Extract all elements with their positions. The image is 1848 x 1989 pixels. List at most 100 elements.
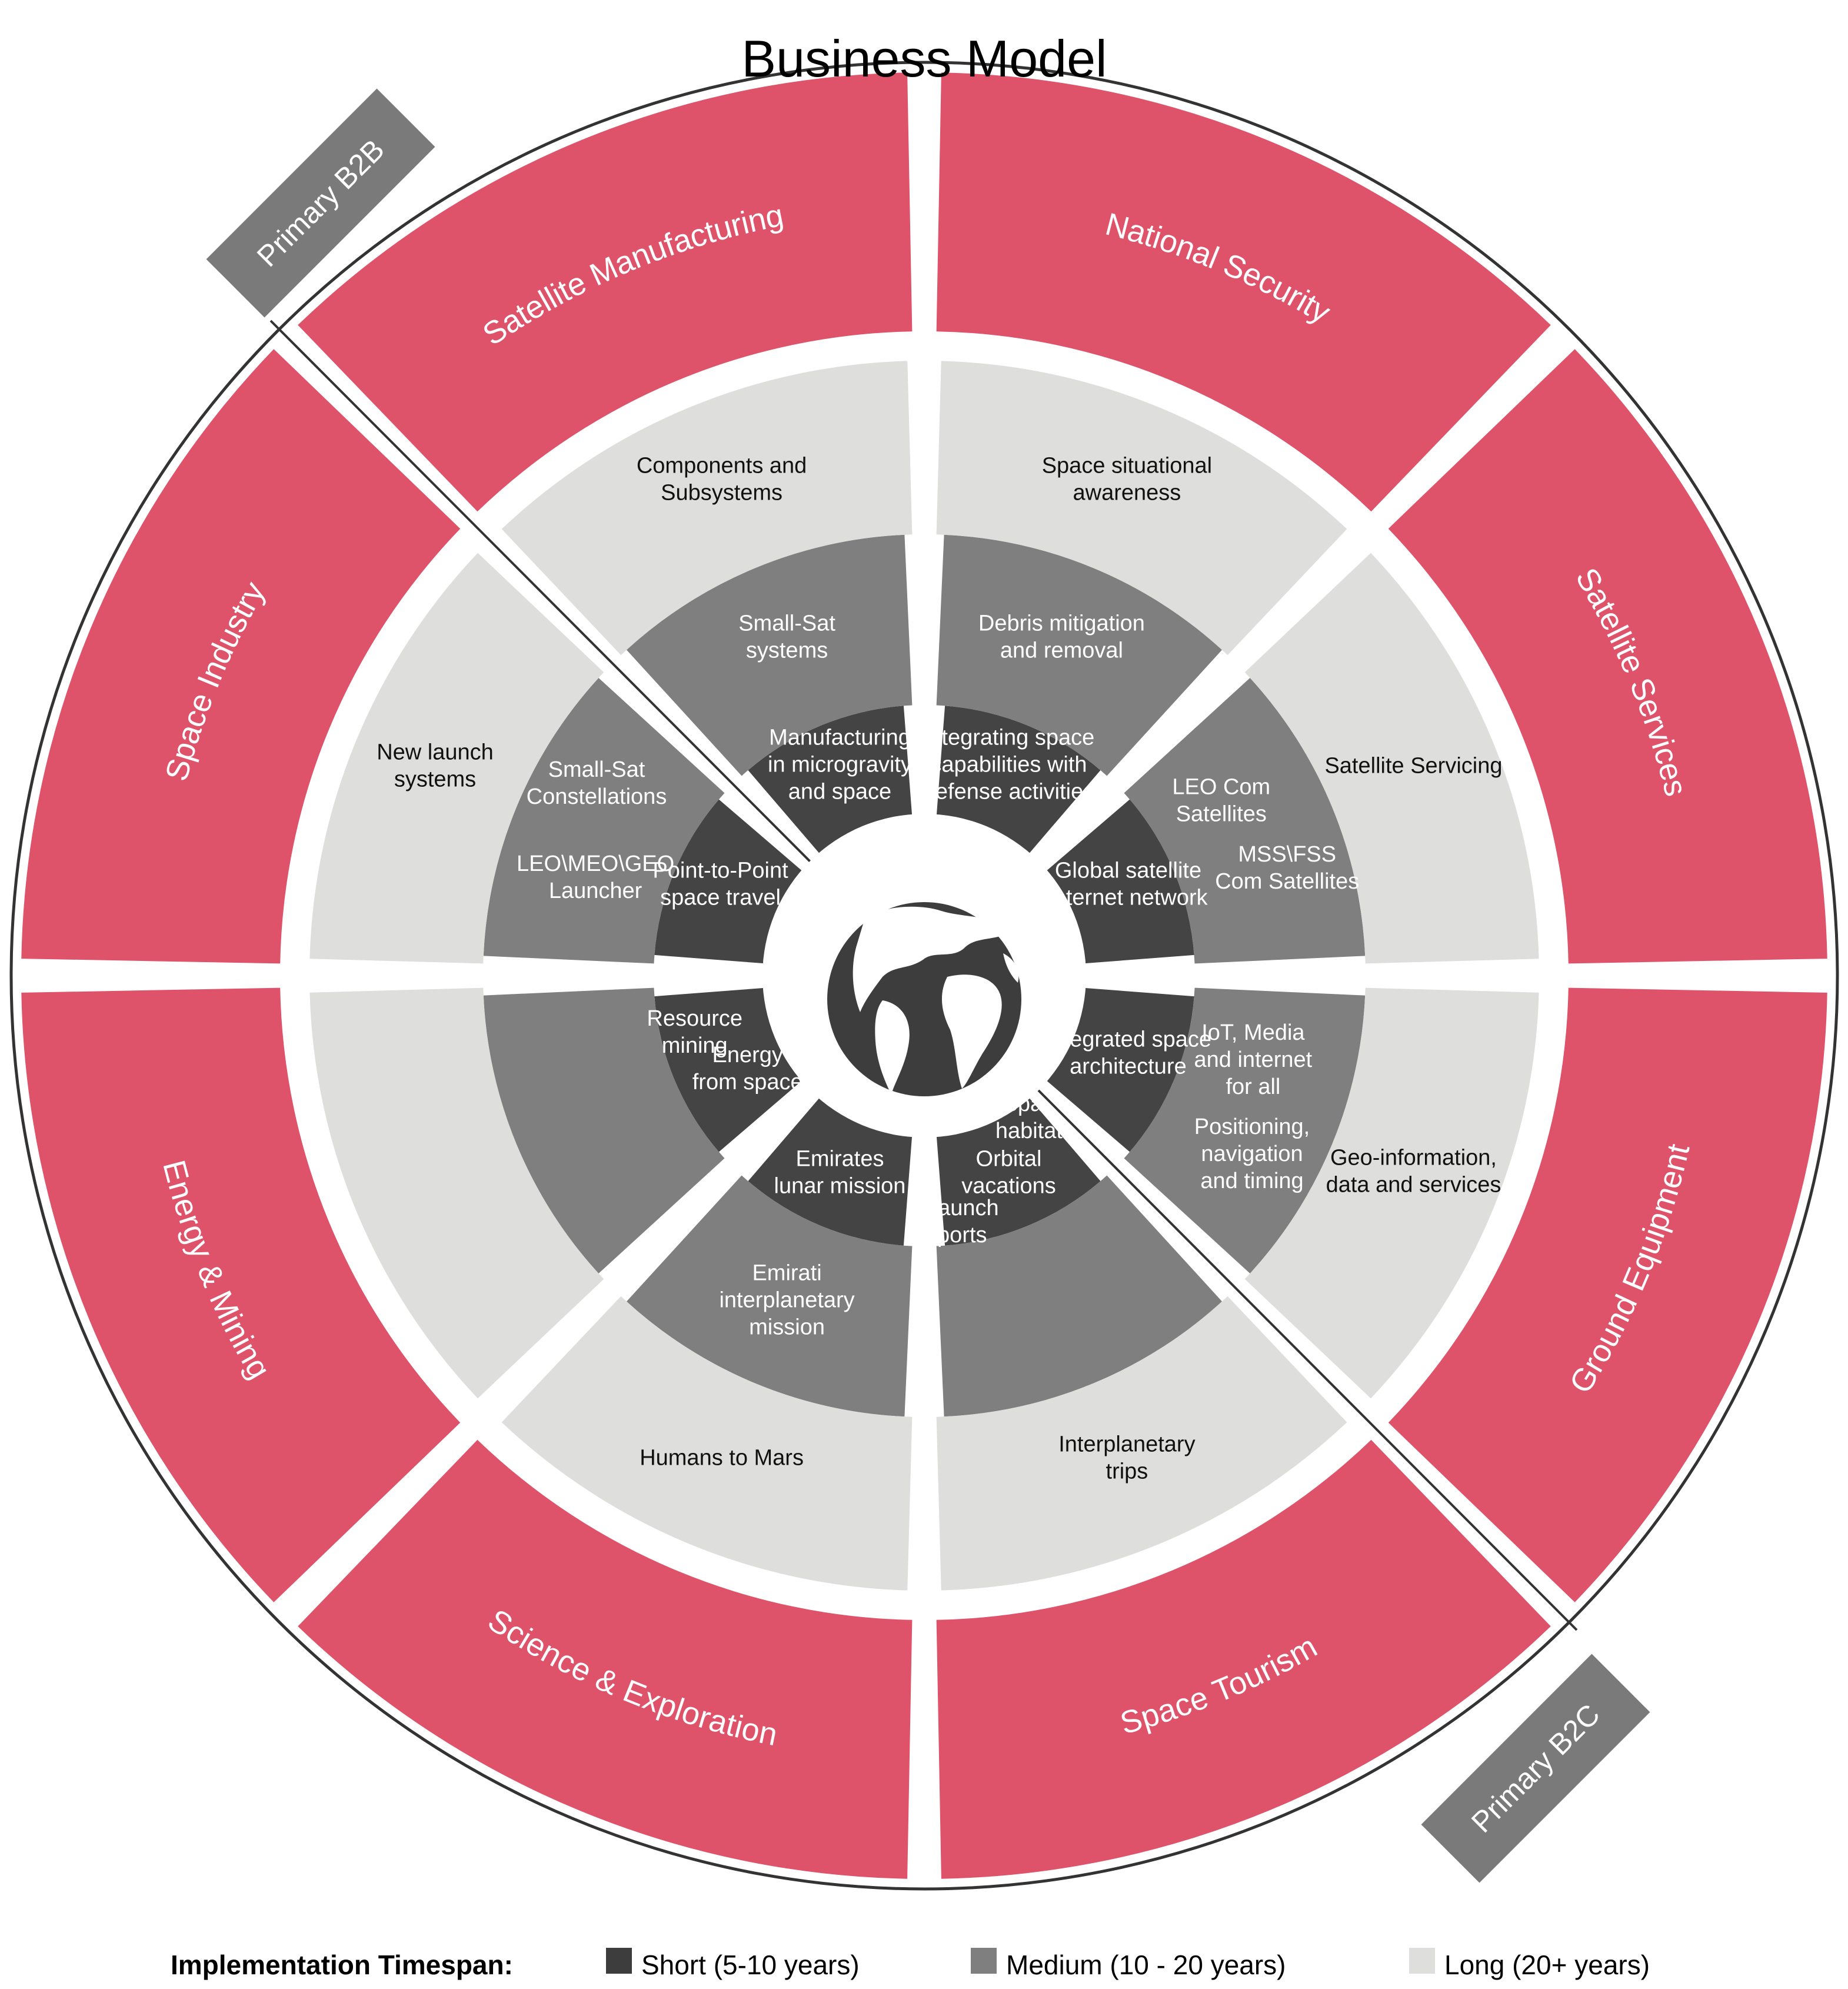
legend-swatch-medium	[971, 1948, 997, 1974]
space-tourism-short-item-1-line-1: vacations	[961, 1173, 1056, 1198]
space-industry-short-item-0-line-0: Point-to-Point	[652, 858, 788, 883]
energy-mining-short-segment	[654, 987, 804, 1152]
science-exploration-short-item-0-line-0: Emirates	[796, 1146, 884, 1171]
satellite-services-medium-item-0-line-1: Satellites	[1176, 801, 1267, 826]
space-tourism-short-item-2: Launch ports	[925, 1196, 999, 1248]
energy-mining-short-item-0: Energy from space	[692, 1043, 803, 1095]
national-security-short-item-0-line-1: capabilities with	[930, 753, 1087, 777]
ground-equipment-medium-item-0-line-0: IoT, Media	[1201, 1020, 1305, 1045]
science-exploration-medium-item-0-line-2: mission	[749, 1315, 825, 1340]
ground-equipment-long-item-0-line-1: data and services	[1326, 1172, 1501, 1197]
ground-equipment-short-segment	[1044, 987, 1194, 1152]
space-industry-short-segment	[654, 799, 804, 964]
outer-ring-outline	[9, 61, 1839, 1891]
science-exploration-medium-segment	[626, 1175, 913, 1417]
legend: Implementation Timespan: Short (5-10 yea…	[171, 1948, 1650, 1980]
legend-swatch-long	[1409, 1948, 1435, 1974]
satellite-manufacturing-short-item-0-line-1: in microgravity	[768, 753, 912, 777]
satellite-services-medium-item-0-line-0: LEO Com	[1172, 774, 1270, 799]
national-security-long-segment	[936, 361, 1347, 656]
energy-mining-medium-segment	[483, 987, 725, 1274]
space-tourism-medium-segment	[936, 1175, 1223, 1417]
satellite-manufacturing-short-item-0-line-0: Manufacturing	[769, 726, 911, 750]
ground-equipment-category-segment	[1388, 987, 1827, 1602]
ground-equipment-medium-item-1-line-2: and timing	[1200, 1169, 1303, 1193]
science-exploration-short-item-0-line-1: lunar mission	[774, 1173, 906, 1198]
energy-mining-short-item-0-line-1: from space	[692, 1070, 803, 1095]
ground-equipment-short-item-0-line-1: architecture	[1070, 1055, 1187, 1079]
legend-heading: Implementation Timespan:	[171, 1950, 513, 1980]
space-tourism-short-item-2-line-0: Launch	[925, 1196, 999, 1220]
ground-equipment-medium-item-1: Positioning, navigation and timing	[1194, 1115, 1310, 1193]
space-industry-medium-item-1-line-0: Small-Sat	[548, 757, 645, 782]
ground-equipment-medium-item-0-line-1: and internet	[1194, 1047, 1313, 1072]
ground-equipment-medium-segment	[1124, 987, 1366, 1274]
ground-equipment-medium-item-1-line-0: Positioning,	[1194, 1115, 1310, 1139]
satellite-services-short-segment	[1044, 799, 1194, 964]
globe-icon	[827, 902, 1021, 1096]
satellite-manufacturing-medium-segment	[626, 534, 913, 776]
legend-label-long: Long (20+ years)	[1444, 1950, 1650, 1980]
satellite-manufacturing-category-segment	[298, 72, 913, 512]
space-industry-category-segment	[21, 349, 461, 964]
satellite-services-category-segment	[1388, 349, 1827, 964]
national-security-long-item-0-line-1: awareness	[1073, 481, 1181, 505]
ground-equipment-medium-item-1-line-1: navigation	[1201, 1142, 1303, 1166]
satellite-services-long-item-0: Satellite Servicing	[1324, 754, 1502, 779]
satellite-services-medium-item-1-line-0: MSS\FSS	[1238, 842, 1336, 867]
space-tourism-long-item-0-line-1: trips	[1106, 1459, 1148, 1484]
national-security-medium-item-0-line-1: and removal	[1000, 638, 1123, 663]
energy-mining-short-item-0-line-0: Energy	[712, 1043, 783, 1067]
satellite-manufacturing-long-item-0-line-0: Components and	[637, 454, 807, 478]
national-security-short-segment	[936, 706, 1101, 856]
national-security-short-item-0-line-0: Integrating space	[923, 726, 1095, 750]
science-exploration-short-segment	[748, 1096, 913, 1246]
satellite-services-medium-item-1-line-1: Com Satellites	[1215, 869, 1359, 894]
space-tourism-short-segment	[936, 1096, 1101, 1246]
diagram-title: Business Model	[741, 29, 1107, 88]
science-exploration-medium-item-0-line-1: interplanetary	[719, 1288, 854, 1313]
space-tourism-short-item-0-line-1: habitats	[995, 1119, 1074, 1143]
national-security-category-segment	[936, 72, 1551, 512]
satellite-manufacturing-long-segment	[501, 361, 913, 656]
energy-mining-short-item-1-line-1: mining	[662, 1033, 728, 1058]
satellite-manufacturing-medium-item-0-line-0: Small-Sat	[738, 611, 835, 636]
ground-equipment-medium-item-0-line-2: for all	[1226, 1075, 1280, 1099]
timespan-rings	[21, 72, 1827, 1879]
space-industry-medium-item-1-line-1: Constellations	[527, 784, 667, 809]
space-tourism-short-item-2-line-1: ports	[937, 1223, 987, 1248]
space-industry-medium-item-0-line-1: Launcher	[549, 879, 642, 903]
energy-mining-short-item-1-line-0: Resource	[647, 1006, 742, 1031]
science-exploration-long-item-0: Humans to Mars	[640, 1445, 804, 1470]
space-industry-medium-segment	[483, 677, 725, 964]
satellite-manufacturing-short-segment	[748, 706, 913, 856]
science-exploration-long-segment	[501, 1296, 913, 1591]
satellite-manufacturing-long-item-0-line-1: Subsystems	[661, 481, 783, 505]
ground-equipment-long-item-0: Geo-information,data and services	[1326, 1145, 1501, 1197]
satellite-manufacturing-medium-item-0-line-1: systems	[746, 638, 828, 663]
national-security-medium-segment	[936, 534, 1223, 776]
ground-equipment-long-segment	[1244, 987, 1539, 1399]
satellite-services-medium-segment	[1124, 677, 1366, 964]
space-industry-long-item-0-line-0: New launch	[377, 740, 494, 765]
energy-mining-category-segment	[21, 987, 461, 1602]
space-industry-short-item-0-line-1: space travel	[660, 885, 781, 910]
